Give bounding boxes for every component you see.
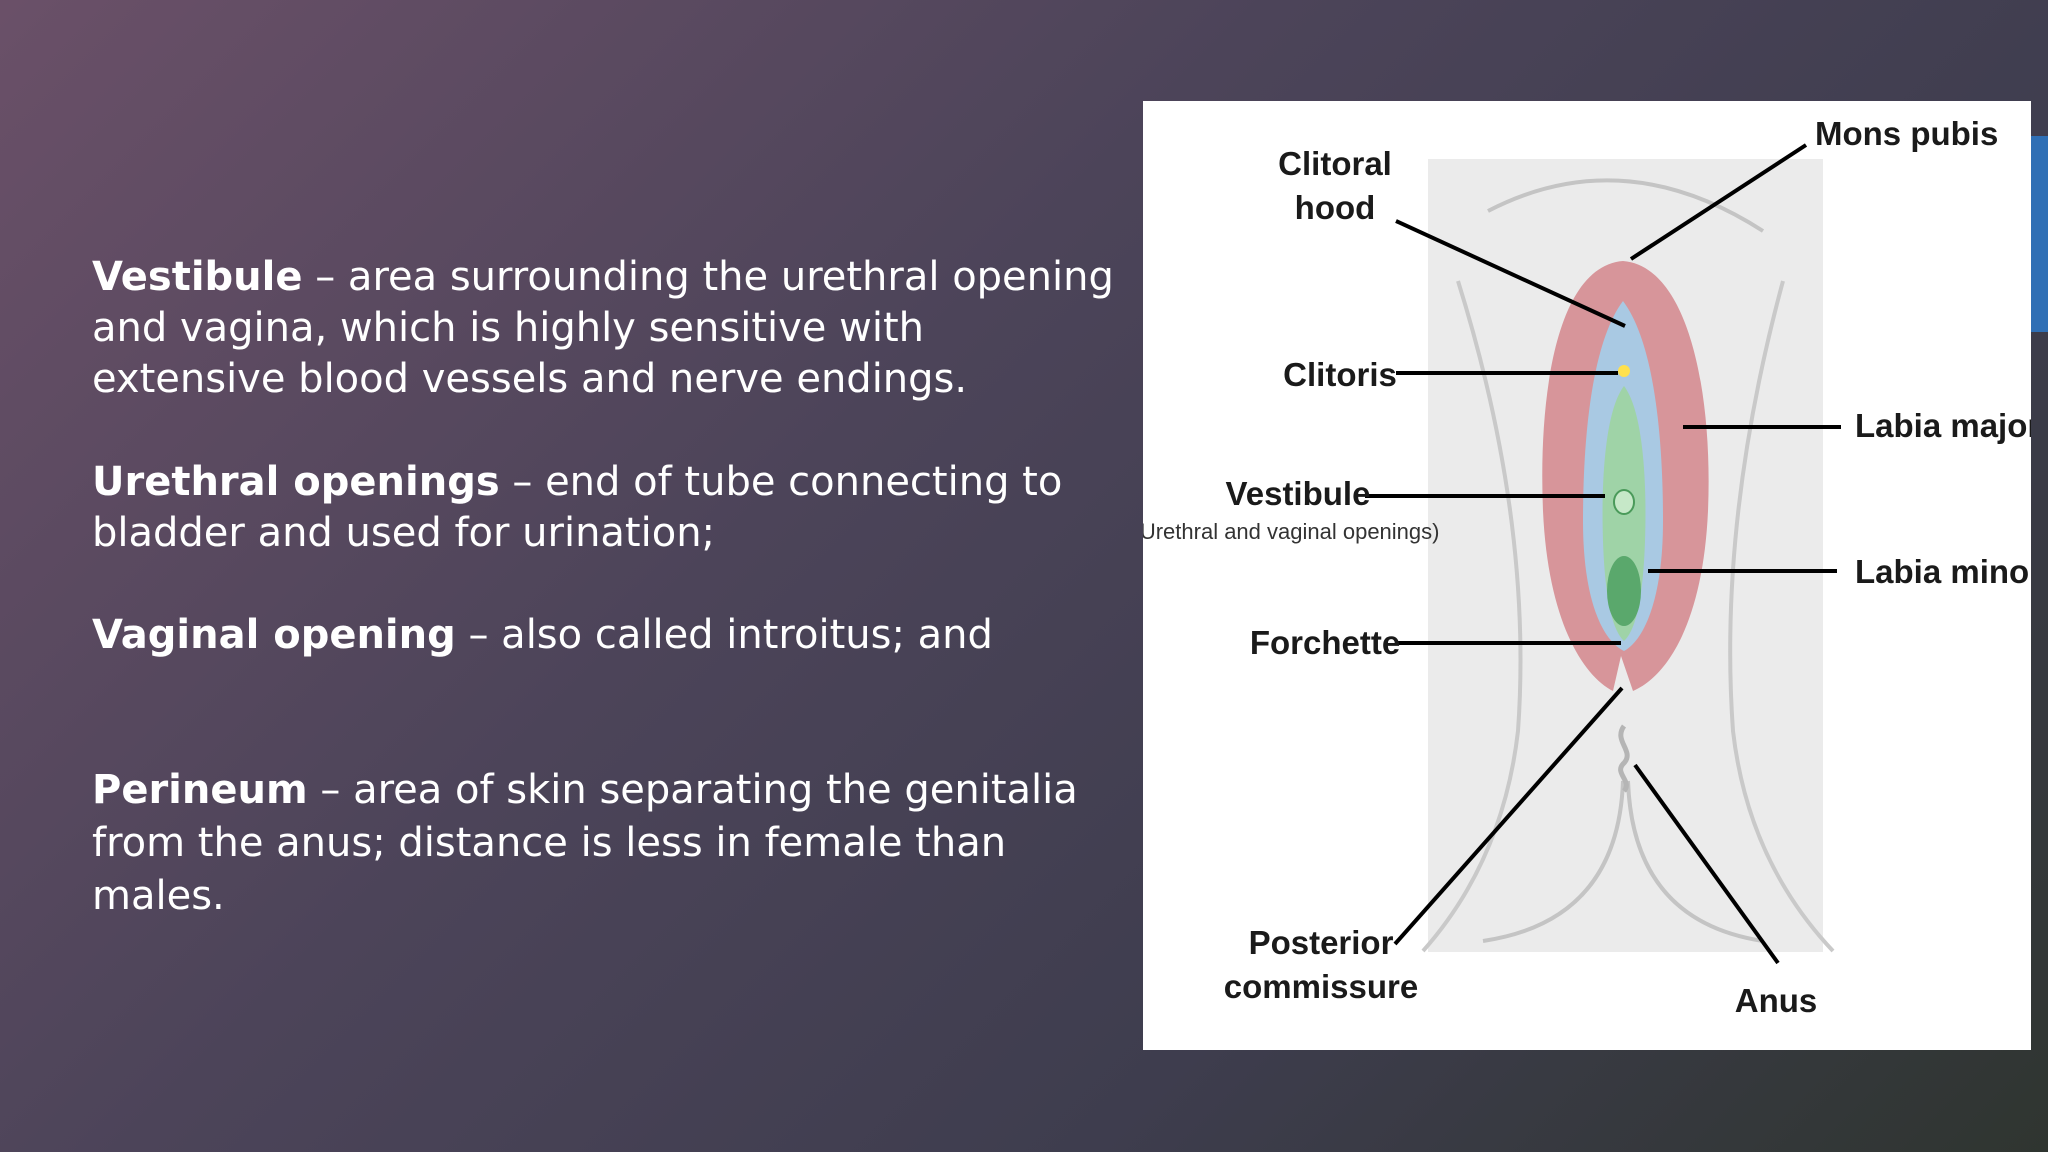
label-clitoral-hood-line2: hood — [1295, 189, 1376, 226]
paragraph-urethral: Urethral openings – end of tube connecti… — [92, 457, 1122, 559]
label-vestibule: Vestibule — [1226, 475, 1371, 512]
label-labia-majora: Labia majora — [1855, 407, 2031, 444]
term-urethral-openings: Urethral openings — [92, 459, 500, 505]
urethral-opening-shape — [1613, 489, 1635, 515]
left-thigh-outline — [1421, 280, 1523, 953]
anatomy-diagram: Clitoral hood Mons pubis Clitoris Labia … — [1143, 115, 2031, 1019]
term-perineum: Perineum — [92, 767, 308, 813]
leader-clitoral-hood — [1395, 219, 1626, 328]
buttocks-outline — [1482, 780, 1764, 943]
label-forchette: Forchette — [1250, 624, 1400, 661]
right-thigh-outline — [1728, 280, 1835, 953]
paragraph-vaginal: Vaginal opening – also called introitus;… — [92, 610, 993, 661]
term-vaginal-opening: Vaginal opening — [92, 612, 456, 658]
term-vestibule: Vestibule — [92, 254, 303, 300]
label-clitoris: Clitoris — [1283, 356, 1397, 393]
anus-shape — [1618, 724, 1630, 793]
label-mons-pubis: Mons pubis — [1815, 115, 1998, 152]
mons-outline — [1487, 178, 1765, 233]
label-clitoral-hood-line1: Clitoral — [1278, 145, 1392, 182]
slide-accent-bar — [2031, 136, 2048, 332]
anatomy-figure: Clitoral hood Mons pubis Clitoris Labia … — [1143, 101, 2031, 1050]
definition-vestibule: – area surrounding the urethral opening … — [92, 254, 1114, 402]
vaginal-opening-shape — [1607, 556, 1641, 626]
definition-vaginal-opening: – also called introitus; and — [455, 612, 993, 658]
definition-perineum: – area of skin separating the genitalia … — [92, 767, 1078, 919]
paragraph-vestibule: Vestibule – area surrounding the urethra… — [92, 252, 1122, 405]
definition-urethral-openings: – end of tube connecting to bladder and … — [92, 459, 1063, 556]
leader-anus — [1633, 763, 1780, 965]
paragraph-perineum: Perineum – area of skin separating the g… — [92, 764, 1122, 923]
label-posterior-commissure-line2: commissure — [1224, 968, 1418, 1005]
label-anus: Anus — [1735, 982, 1818, 1019]
clitoris-shape — [1618, 365, 1630, 377]
label-vestibule-note: (Urethral and vaginal openings) — [1143, 519, 1439, 544]
leader-mons-pubis — [1629, 143, 1808, 261]
leader-posterior-commissure — [1393, 686, 1624, 946]
label-labia-minora: Labia minora — [1855, 553, 2031, 590]
label-posterior-commissure-line1: Posterior — [1249, 924, 1394, 961]
